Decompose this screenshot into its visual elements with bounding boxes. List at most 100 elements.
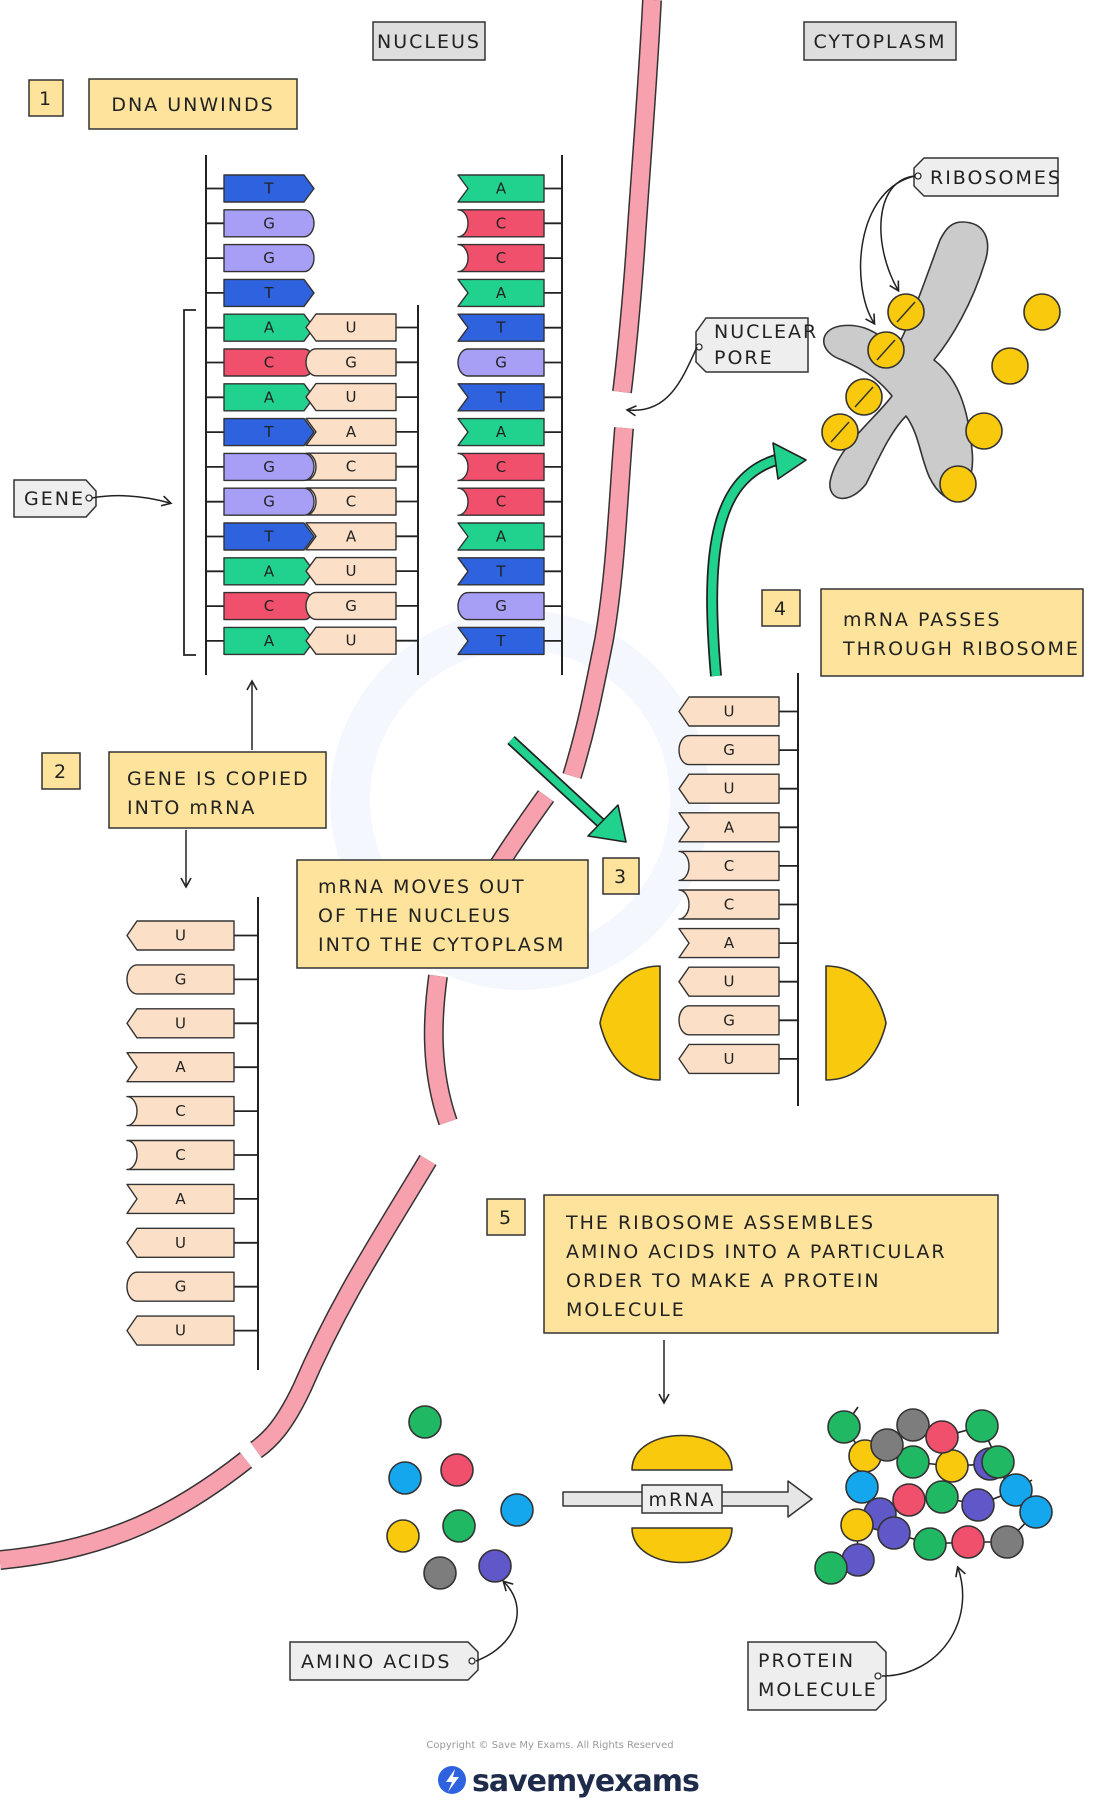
base-letter: U bbox=[724, 973, 735, 991]
nucleotide-U: U bbox=[126, 920, 258, 951]
nucleotide-C: C bbox=[305, 452, 418, 481]
ribosome-dots bbox=[821, 293, 1061, 503]
amino-acid bbox=[440, 1453, 474, 1487]
chromosome bbox=[823, 221, 989, 500]
nucleotide-U: U bbox=[678, 696, 798, 727]
nucleotide-C: C bbox=[126, 1095, 258, 1127]
ribosome bbox=[867, 331, 905, 369]
amino-acid bbox=[478, 1549, 512, 1583]
nucleotide-T: T bbox=[457, 313, 562, 342]
mrna-tag-label: mRNA bbox=[649, 1489, 716, 1511]
nucleotide-G: G bbox=[678, 734, 798, 766]
base-letter: T bbox=[495, 632, 506, 650]
base-letter: G bbox=[495, 597, 507, 615]
base-letter: T bbox=[263, 528, 274, 546]
base-letter: A bbox=[264, 319, 275, 337]
dna-backbones bbox=[205, 155, 799, 1370]
gene-label: GENE bbox=[24, 488, 85, 510]
nucleotide-G: G bbox=[126, 964, 258, 995]
ribosomes-label: RIBOSOMES bbox=[930, 167, 1062, 189]
amino-acid bbox=[500, 1493, 534, 1527]
base-letter: U bbox=[724, 703, 735, 721]
nucleotide-C: C bbox=[457, 452, 562, 482]
base-letter: C bbox=[175, 1146, 185, 1164]
base-letter: G bbox=[345, 597, 357, 615]
protein-molecule-label-line: PROTEIN bbox=[758, 1650, 855, 1672]
base-letter: A bbox=[496, 423, 507, 441]
base-letter: A bbox=[175, 1190, 186, 1208]
step-text-line: OF THE NUCLEUS bbox=[318, 905, 512, 927]
base-letter: T bbox=[495, 319, 506, 337]
step-3: mRNA MOVES OUT OF THE NUCLEUS INTO THE C… bbox=[296, 857, 640, 969]
nucleotide-C: C bbox=[457, 487, 562, 516]
base-letter: C bbox=[496, 249, 506, 267]
step-1: 1 DNA UNWINDS bbox=[28, 78, 298, 130]
base-letter: A bbox=[264, 388, 275, 406]
protein-chain bbox=[814, 1406, 1053, 1585]
nucleotide-A: A bbox=[206, 557, 315, 586]
ribosome bbox=[821, 413, 859, 451]
protein-amino-acid bbox=[814, 1551, 848, 1585]
nucleotide-C: C bbox=[457, 243, 562, 273]
base-letter: C bbox=[346, 458, 356, 476]
nucleotide-C: C bbox=[206, 591, 315, 621]
nucleotide-T: T bbox=[206, 278, 315, 308]
base-letter: C bbox=[496, 458, 506, 476]
nucleotide-A: A bbox=[206, 626, 315, 656]
nucleotide-A: A bbox=[457, 174, 562, 203]
base-letter: C bbox=[264, 597, 274, 615]
brand-logo[interactable]: savemyexams bbox=[438, 1764, 700, 1799]
base-letter: U bbox=[346, 388, 357, 406]
nuclear-pore-label-line: NUCLEAR bbox=[714, 321, 818, 343]
base-letter: C bbox=[175, 1102, 185, 1120]
gene-tag: GENE bbox=[13, 479, 173, 518]
protein-amino-acid bbox=[840, 1508, 874, 1542]
amino-acid bbox=[423, 1556, 457, 1590]
nucleotide-A: A bbox=[206, 383, 315, 412]
base-letter: A bbox=[346, 423, 357, 441]
base-letter: U bbox=[346, 319, 357, 337]
nucleotide-T: T bbox=[206, 174, 315, 203]
nucleotide-A: A bbox=[206, 313, 315, 342]
step-number: 5 bbox=[499, 1207, 513, 1229]
amino-acid bbox=[386, 1519, 420, 1553]
nucleotide-G: G bbox=[457, 591, 562, 621]
base-letter: G bbox=[263, 458, 275, 476]
base-letter: A bbox=[346, 527, 357, 545]
gene-bracket bbox=[183, 309, 196, 656]
protein-amino-acid bbox=[990, 1525, 1024, 1559]
membrane-segment bbox=[0, 1452, 253, 1570]
translation-ribosome: mRNA bbox=[562, 1434, 813, 1564]
copyright-text: Copyright © Save My Exams. All Rights Re… bbox=[426, 1740, 673, 1751]
step-text-line: DNA UNWINDS bbox=[111, 94, 274, 116]
ribosome bbox=[939, 465, 977, 503]
protein-amino-acid bbox=[925, 1480, 959, 1514]
amino-acid bbox=[408, 1405, 442, 1439]
nucleotide-A: A bbox=[678, 927, 798, 959]
protein-amino-acid bbox=[999, 1473, 1033, 1507]
base-letter: G bbox=[723, 741, 735, 759]
step-text-line: INTO THE CYTOPLASM bbox=[318, 934, 565, 956]
nucleotide-G: G bbox=[305, 348, 418, 377]
protein-amino-acid bbox=[935, 1449, 969, 1483]
base-letter: U bbox=[175, 1234, 186, 1252]
protein-amino-acid bbox=[877, 1516, 911, 1550]
nucleotide-A: A bbox=[126, 1052, 258, 1083]
nucleotide-A: A bbox=[457, 417, 562, 447]
base-letter: A bbox=[264, 632, 275, 650]
nucleotide-T: T bbox=[206, 522, 315, 551]
step-text-line: mRNA PASSES bbox=[843, 609, 1001, 631]
step-text-line: mRNA MOVES OUT bbox=[318, 876, 526, 898]
step-number: 2 bbox=[54, 761, 68, 783]
base-letter: G bbox=[263, 493, 275, 511]
protein-amino-acid bbox=[1019, 1495, 1053, 1529]
protein-amino-acid bbox=[870, 1428, 904, 1462]
base-letter: C bbox=[346, 493, 356, 511]
membrane-segment bbox=[250, 1154, 437, 1459]
nucleus-label: NUCLEUS bbox=[377, 31, 481, 53]
base-letter: U bbox=[175, 1322, 186, 1340]
base-letter: U bbox=[724, 1050, 735, 1068]
